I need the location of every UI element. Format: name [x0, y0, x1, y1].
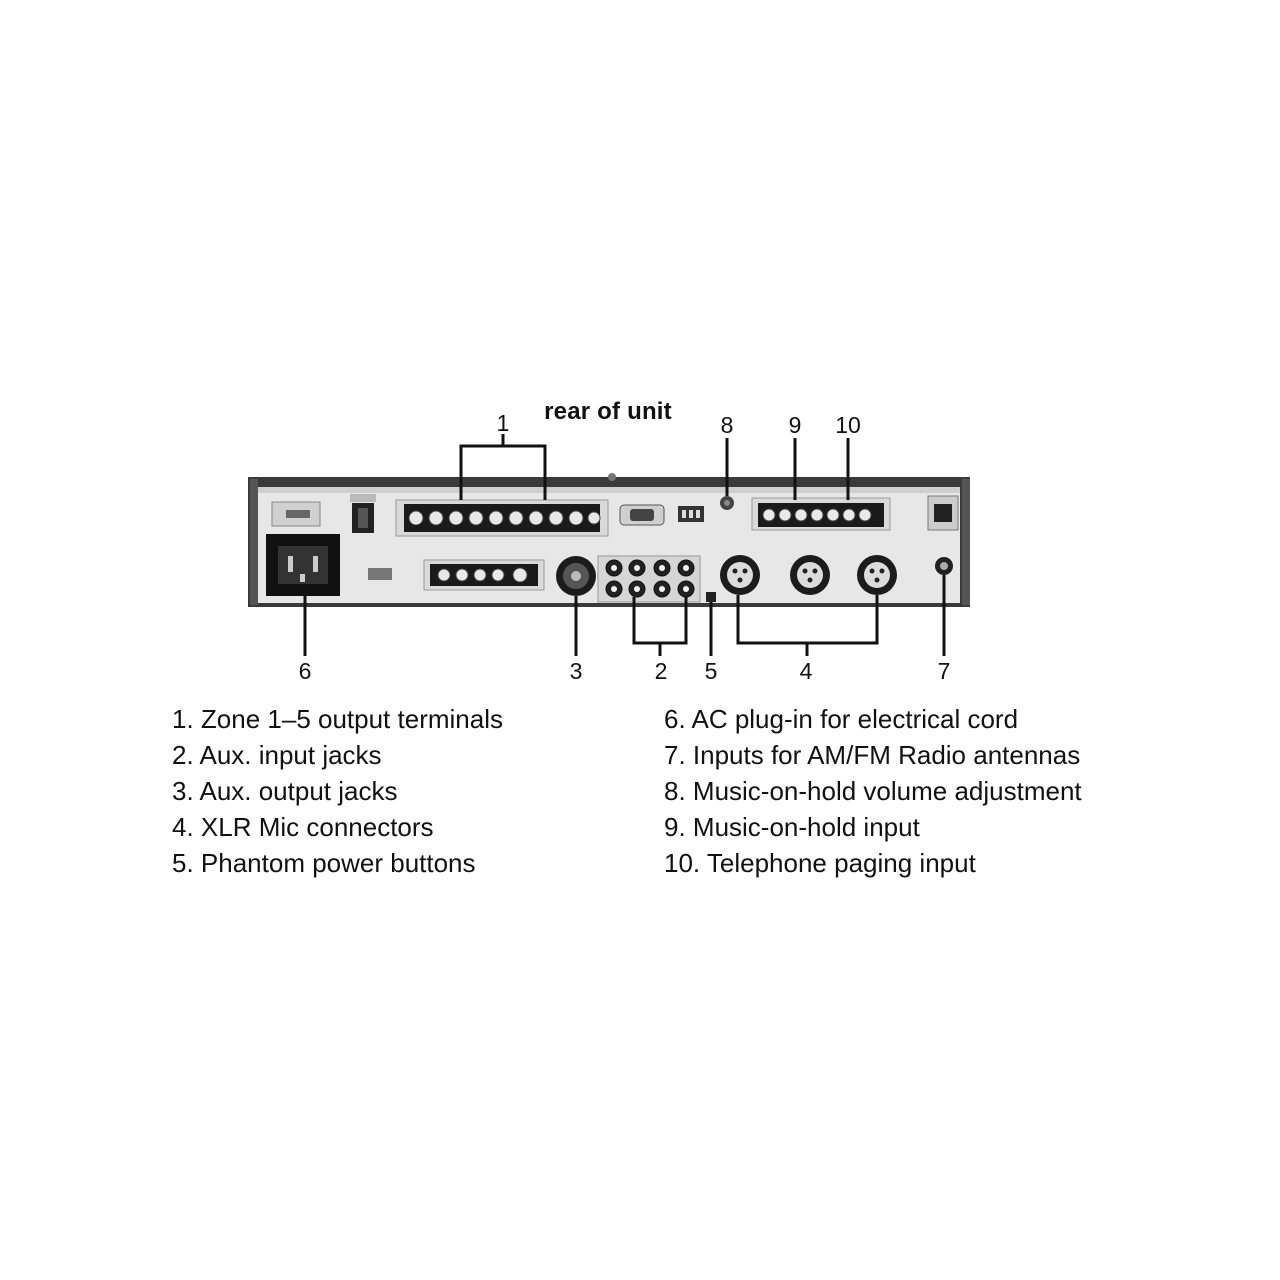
zone-output-terminals: [395, 499, 609, 537]
legend-left-column: 1. Zone 1–5 output terminals 2. Aux. inp…: [172, 701, 503, 881]
callout-2: 2: [654, 658, 668, 684]
diagram-title: rear of unit: [544, 398, 672, 425]
voltage-selector: [368, 568, 392, 580]
antenna-input: [935, 557, 953, 575]
callout-lines: [303, 434, 946, 656]
callout-6: 6: [298, 658, 312, 684]
callout-10: 10: [835, 412, 861, 438]
legend-item: 2. Aux. input jacks: [172, 740, 382, 770]
phantom-power-button: [706, 592, 716, 602]
serial-port: [619, 504, 665, 526]
aux-output-jack: [556, 556, 596, 596]
callout-9: 9: [788, 412, 802, 438]
callout-5: 5: [704, 658, 718, 684]
moh-volume-knob: [720, 496, 734, 510]
power-switch: [350, 494, 376, 533]
moh-paging-terminals: [751, 497, 891, 531]
legend-item: 1. Zone 1–5 output terminals: [172, 704, 503, 734]
callout-1: 1: [496, 410, 510, 436]
legend-item: 4. XLR Mic connectors: [172, 812, 434, 842]
legend-right-column: 6. AC plug-in for electrical cord 7. Inp…: [664, 701, 1082, 881]
fuse-holder: [271, 501, 321, 527]
legend-item: 3. Aux. output jacks: [172, 776, 398, 806]
callout-4: 4: [799, 658, 813, 684]
secondary-terminals: [423, 559, 545, 591]
legend-item: 7. Inputs for AM/FM Radio antennas: [664, 740, 1081, 770]
callout-7: 7: [937, 658, 951, 684]
aux-input-jacks: [597, 555, 701, 603]
callout-3: 3: [569, 658, 583, 684]
xlr-mic-connectors: [720, 555, 897, 595]
legend-item: 9. Music-on-hold input: [664, 812, 920, 842]
ac-inlet: [266, 534, 340, 596]
legend-item: 8. Music-on-hold volume adjustment: [664, 776, 1082, 806]
callout-8: 8: [720, 412, 734, 438]
legend-item: 6. AC plug-in for electrical cord: [664, 704, 1019, 734]
legend-item: 5. Phantom power buttons: [172, 848, 476, 878]
right-side-jack: [927, 495, 959, 531]
dip-switches: [678, 506, 704, 522]
legend-item: 10. Telephone paging input: [664, 848, 976, 878]
